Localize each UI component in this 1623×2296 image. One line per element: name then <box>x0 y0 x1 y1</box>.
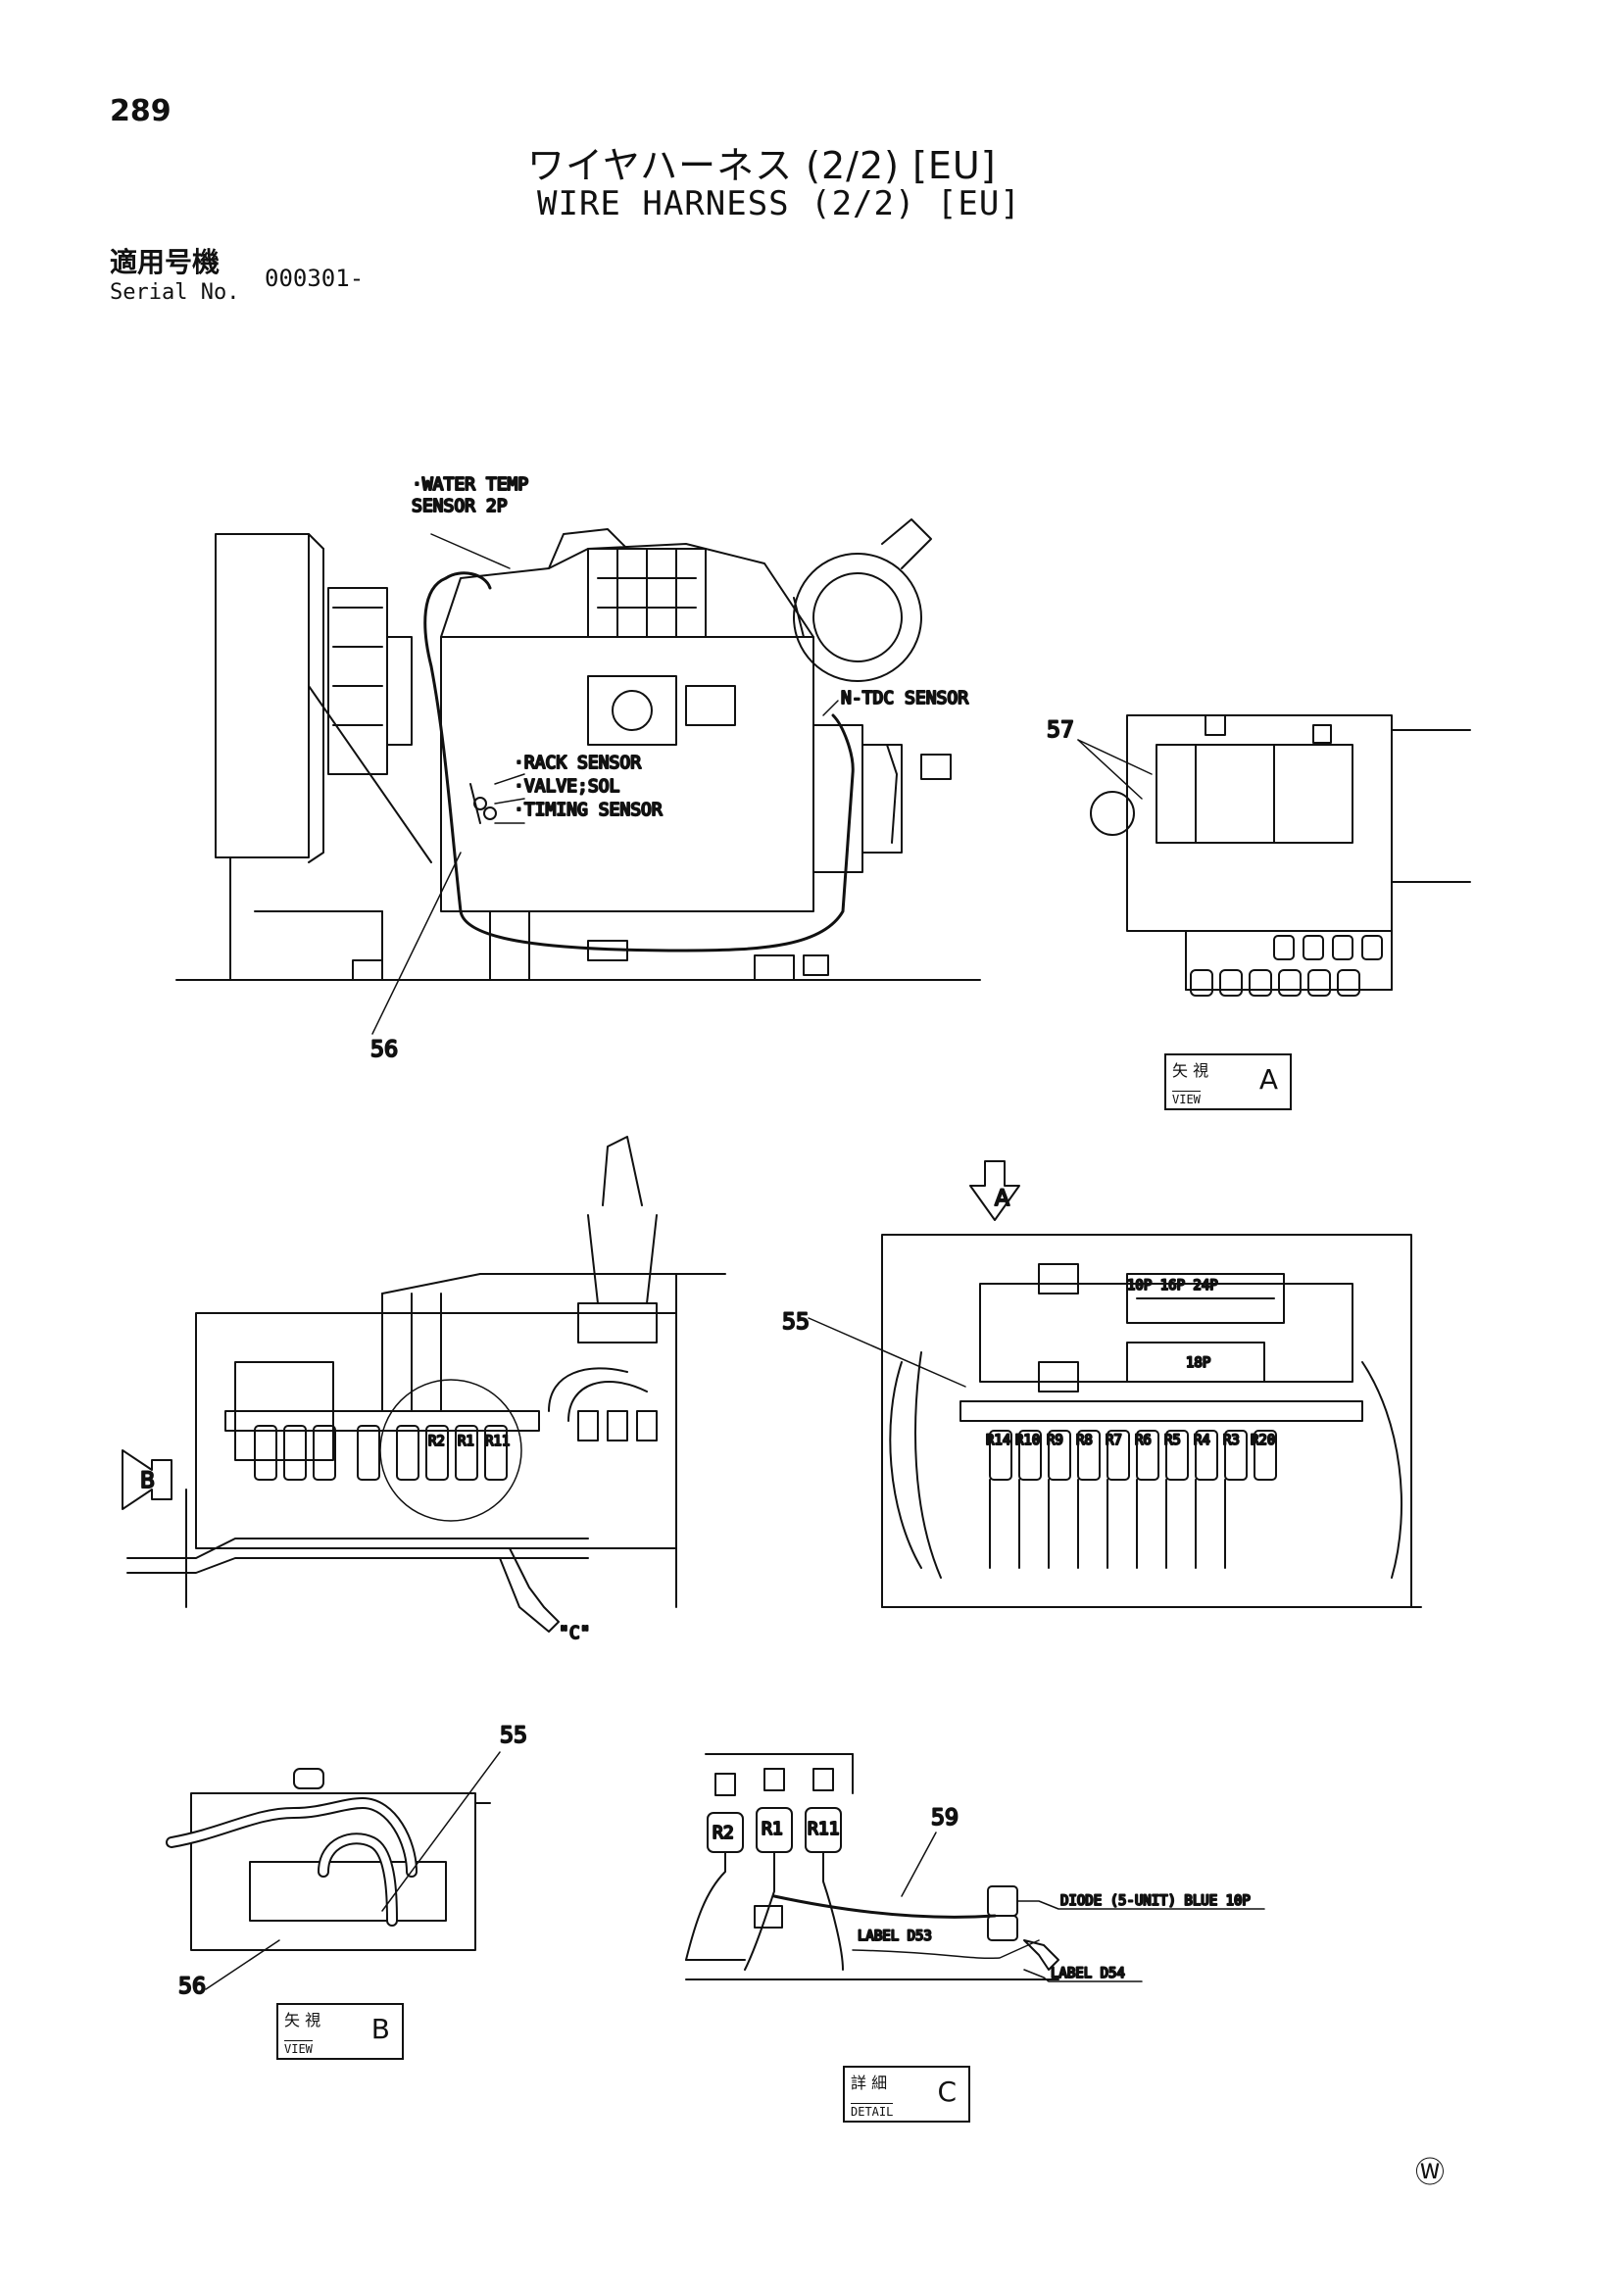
callout-water-temp-line1: ·WATER TEMP <box>412 474 528 495</box>
callout-rack-sensor: ·RACK SENSOR <box>514 753 641 773</box>
relay-label: R4 <box>1194 1433 1210 1448</box>
relay-label: R5 <box>1164 1433 1181 1448</box>
callout-water-temp-line2: SENSOR 2P <box>412 496 508 516</box>
part-number-56-top: 56 <box>370 1038 398 1062</box>
detail-c-label-box: 詳 細 DETAIL C <box>843 2066 970 2123</box>
view-a-arrow-letter: A <box>995 1187 1009 1211</box>
view-b-jp: 矢 視 <box>284 2011 321 2029</box>
page-title-japanese: ワイヤハーネス (2/2) [EU] <box>527 144 997 187</box>
page-number: 289 <box>110 94 172 128</box>
view-a-drawing <box>1077 714 1471 997</box>
engine-assembly-drawing <box>175 518 981 1035</box>
view-b-label-box: 矢 視 VIEW B <box>276 2003 404 2060</box>
part-number-56-bottom: 56 <box>178 1975 206 1999</box>
brand-mark: Ⓦ <box>1415 2156 1445 2190</box>
relay-label: R6 <box>1135 1433 1152 1448</box>
serial-number-value: 000301- <box>265 265 365 292</box>
relay-label: R1 <box>762 1819 783 1839</box>
relay-label: R1 <box>458 1434 474 1449</box>
callout-n-tdc-sensor: N-TDC SENSOR <box>841 688 968 708</box>
relay-label: R7 <box>1106 1433 1122 1448</box>
relay-labels-mid-right: R14 R10 R9 R8 R7 R6 R5 R4 R3 R20 <box>985 1432 1276 1449</box>
relay-label: R11 <box>485 1434 510 1449</box>
callout-connectors-10p-16p-24p: 10P 16P 24P <box>1127 1278 1218 1294</box>
control-box-drawing <box>126 1136 726 1633</box>
relay-label: R2 <box>713 1823 734 1843</box>
callout-view-c-ref: "C" <box>559 1623 591 1643</box>
relay-label: R14 <box>986 1433 1010 1448</box>
relay-label: R9 <box>1047 1433 1063 1448</box>
callout-connector-18p: 18P <box>1186 1355 1210 1371</box>
page-title-english: WIRE HARNESS (2/2) [EU] <box>537 184 1021 223</box>
callout-label-d53: LABEL D53 <box>858 1929 932 1944</box>
view-a-en: VIEW <box>1172 1091 1201 1106</box>
part-number-57: 57 <box>1047 718 1074 743</box>
relay-label: R10 <box>1015 1433 1040 1448</box>
part-number-59: 59 <box>931 1806 959 1831</box>
relay-labels-detail-c: R2 R1 R11 <box>712 1818 841 1844</box>
view-a-jp: 矢 視 <box>1172 1061 1209 1080</box>
part-number-55-mid: 55 <box>782 1310 810 1335</box>
view-a-label-box: 矢 視 VIEW A <box>1164 1053 1292 1110</box>
view-a-letter: A <box>1258 1063 1278 1096</box>
callout-timing-sensor: ·TIMING SENSOR <box>514 800 663 820</box>
relay-label: R8 <box>1076 1433 1093 1448</box>
serial-label-english: Serial No. <box>110 280 240 305</box>
view-b-arrow-letter: B <box>140 1469 155 1493</box>
relay-label: R11 <box>808 1819 840 1839</box>
detail-c-jp: 詳 細 <box>851 2074 888 2092</box>
callout-label-d54: LABEL D54 <box>1051 1966 1125 1981</box>
relay-panel-drawing <box>808 1160 1422 1608</box>
detail-c-en: DETAIL <box>851 2103 894 2119</box>
detail-c-letter: C <box>937 2076 957 2108</box>
relay-label: R3 <box>1223 1433 1240 1448</box>
serial-label-japanese: 適用号機 <box>110 246 221 278</box>
part-number-55-bottom: 55 <box>500 1724 527 1748</box>
view-b-arrow <box>122 1449 172 1510</box>
relay-labels-mid-left: R2 R1 R11 <box>427 1433 511 1450</box>
view-b-letter: B <box>370 2013 390 2045</box>
detail-c-drawing <box>685 1753 1265 1982</box>
view-b-drawing <box>166 1751 501 1990</box>
callout-valve-sol: ·VALVE;SOL <box>514 776 620 797</box>
view-b-en: VIEW <box>284 2040 313 2056</box>
relay-label: R2 <box>428 1434 445 1449</box>
relay-label: R20 <box>1251 1433 1275 1448</box>
callout-diode-5-unit: DIODE (5-UNIT) BLUE 10P <box>1060 1893 1251 1909</box>
